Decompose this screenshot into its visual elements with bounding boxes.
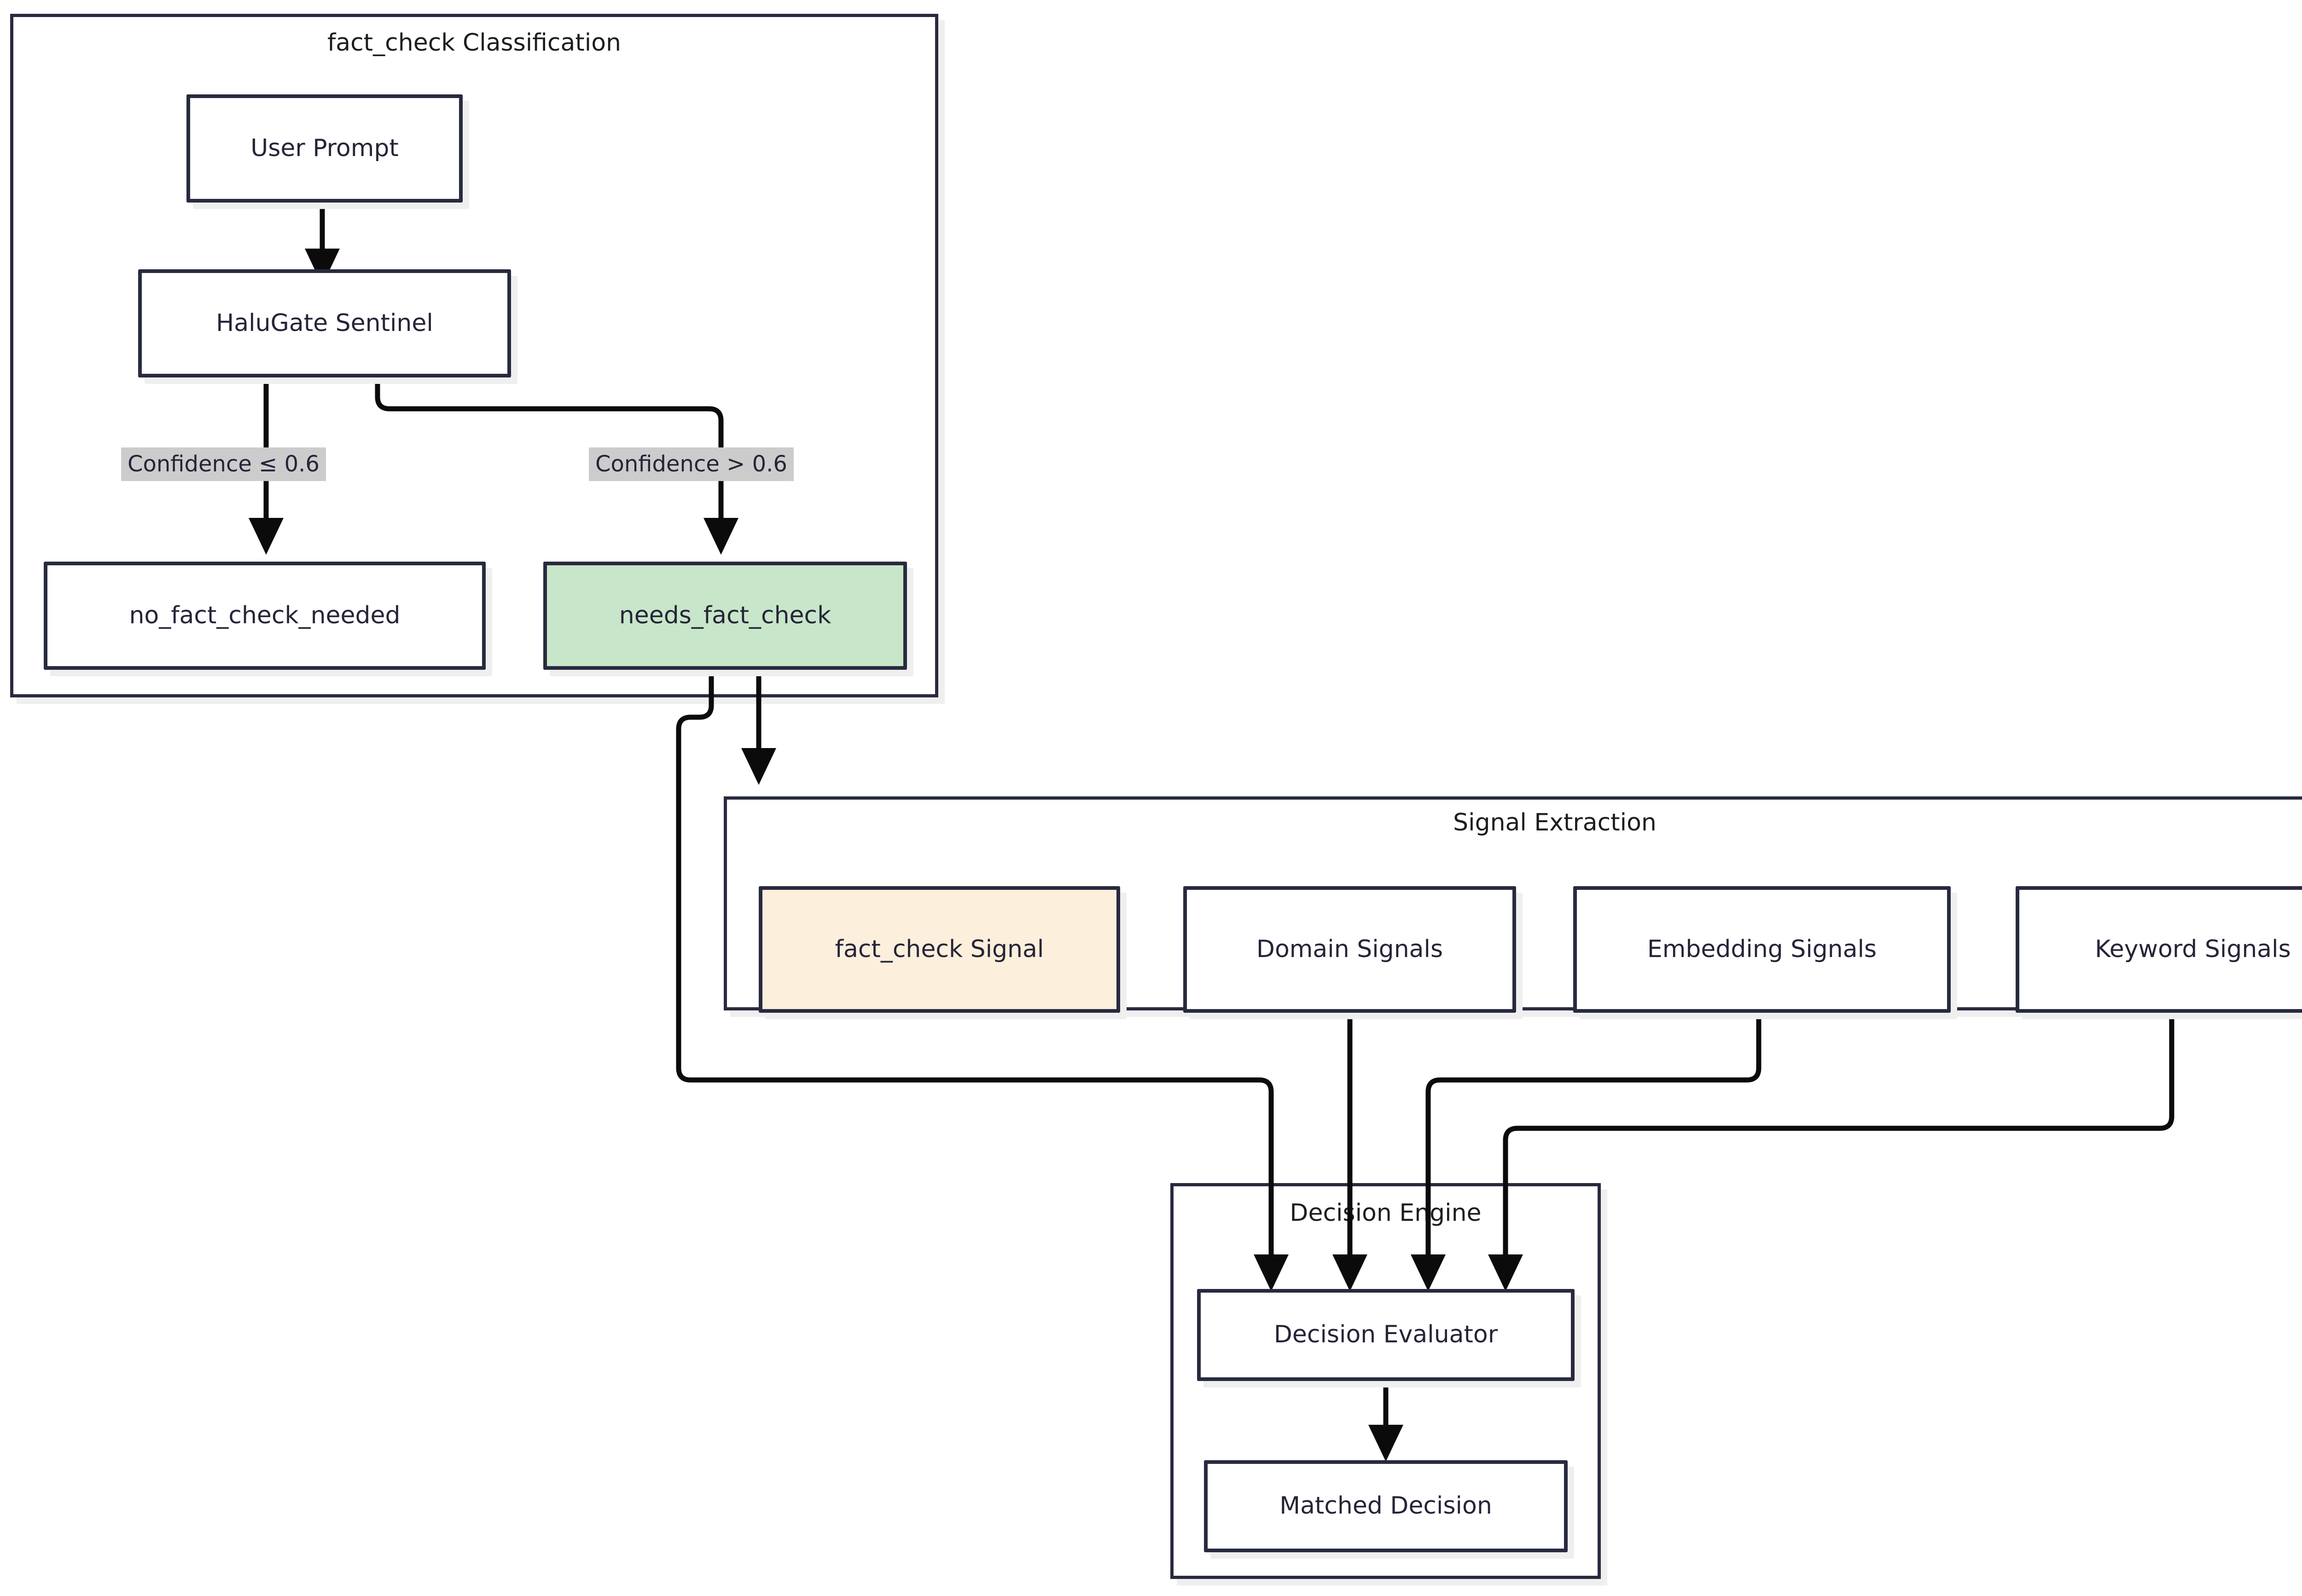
node-user-prompt[interactable]: User Prompt <box>186 94 463 203</box>
node-label-embedding-signals: Embedding Signals <box>1647 935 1877 963</box>
edge-label-low-confidence: Confidence ≤ 0.6 <box>121 447 326 482</box>
node-label-domain-signals: Domain Signals <box>1256 935 1443 963</box>
cluster-title-fact-check-classification: fact_check Classification <box>327 29 621 57</box>
node-embedding-signals[interactable]: Embedding Signals <box>1573 886 1951 1013</box>
node-label-decision-evaluator: Decision Evaluator <box>1273 1321 1498 1349</box>
edge-label-high-confidence: Confidence > 0.6 <box>589 447 794 482</box>
node-halugate-sentinel[interactable]: HaluGate Sentinel <box>138 269 511 377</box>
node-decision-evaluator[interactable]: Decision Evaluator <box>1197 1289 1575 1381</box>
node-label-matched-decision: Matched Decision <box>1279 1492 1492 1520</box>
node-label-keyword-signals: Keyword Signals <box>2095 935 2291 963</box>
node-label-no-fact-check-needed: no_fact_check_needed <box>129 601 401 629</box>
node-needs-fact-check[interactable]: needs_fact_check <box>543 562 907 670</box>
node-matched-decision[interactable]: Matched Decision <box>1204 1460 1568 1552</box>
node-fact-check-signal[interactable]: fact_check Signal <box>759 886 1120 1013</box>
node-label-halugate-sentinel: HaluGate Sentinel <box>216 309 433 337</box>
node-keyword-signals[interactable]: Keyword Signals <box>2016 886 2302 1013</box>
cluster-title-signal-extraction: Signal Extraction <box>1453 809 1657 836</box>
cluster-title-decision-engine: Decision Engine <box>1290 1199 1482 1227</box>
node-no-fact-check-needed[interactable]: no_fact_check_needed <box>44 562 486 670</box>
node-label-fact-check-signal: fact_check Signal <box>835 935 1044 963</box>
node-label-user-prompt: User Prompt <box>250 134 399 162</box>
node-domain-signals[interactable]: Domain Signals <box>1183 886 1516 1013</box>
node-label-needs-fact-check: needs_fact_check <box>619 601 831 629</box>
